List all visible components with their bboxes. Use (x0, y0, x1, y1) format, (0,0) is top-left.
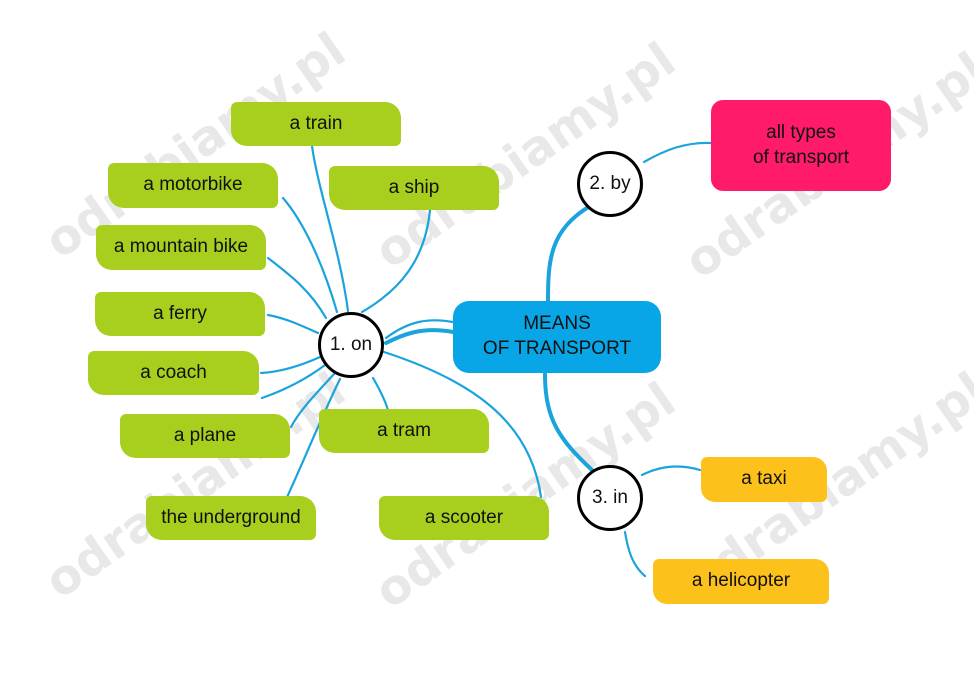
on-item-scooter: a scooter (379, 496, 549, 540)
hub-in-label: 3. in (592, 487, 628, 508)
on-item-label: the underground (161, 506, 301, 528)
link-on-coach (259, 355, 322, 375)
on-item-label: a scooter (424, 506, 504, 528)
in-item-label: a taxi (741, 468, 787, 490)
central-topic: MEANS OF TRANSPORT (453, 301, 661, 373)
link-in-helicopter (623, 530, 647, 578)
in-item-helicopter: a helicopter (653, 559, 829, 604)
in-item-taxi: a taxi (701, 457, 827, 502)
on-item-label: a ship (388, 176, 440, 198)
on-item-label: a motorbike (143, 174, 243, 196)
by-item-all-types: all types of transport (711, 100, 891, 191)
connector-lines (259, 141, 713, 578)
on-item-label: a ferry (153, 302, 207, 324)
hub-by: 2. by (577, 151, 643, 217)
on-item-motorbike: a motorbike (108, 163, 278, 208)
link-on-motorbike (281, 196, 339, 314)
central-topic-line1: MEANS (523, 313, 591, 335)
on-item-train: a train (231, 102, 401, 146)
by-item-line1: all types (766, 121, 836, 143)
link-on-plane (289, 372, 336, 429)
hub-on: 1. on (318, 312, 384, 378)
link-center-on (384, 328, 455, 345)
link-in-taxi (640, 465, 702, 477)
hub-by-label: 2. by (589, 173, 631, 194)
central-topic-line2: OF TRANSPORT (482, 338, 632, 359)
link-on-ferry (266, 313, 320, 335)
in-item-label: a helicopter (691, 570, 791, 592)
link-on-tram (371, 376, 390, 412)
link-center-in (543, 372, 594, 472)
on-item-coach: a coach (88, 351, 259, 395)
watermark-text: odrabiamy.pl (35, 362, 356, 610)
hub-in: 3. in (577, 465, 643, 531)
on-item-underground: the underground (146, 496, 316, 540)
on-item-label: a train (289, 112, 343, 134)
on-item-mountain-bike: a mountain bike (96, 225, 266, 270)
on-item-label: a mountain bike (113, 236, 249, 258)
link-on-train (310, 144, 350, 313)
link-on-scooter (382, 350, 543, 499)
hub-on-label: 1. on (329, 334, 373, 355)
on-item-label: a tram (377, 419, 431, 441)
watermark-text: odrabiamy.pl (365, 32, 686, 280)
on-item-plane: a plane (120, 414, 290, 458)
link-on-center-extra (384, 319, 455, 340)
link-on-coach-extra (260, 363, 327, 400)
on-item-label: a coach (140, 361, 207, 383)
on-item-label: a plane (173, 424, 237, 446)
link-on-mountain-bike (266, 256, 328, 320)
on-item-tram: a tram (319, 409, 489, 453)
link-on-underground (280, 377, 342, 510)
on-item-ship: a ship (329, 166, 499, 210)
on-item-ferry: a ferry (95, 292, 265, 336)
by-item-line2: of transport (752, 146, 850, 168)
link-on-ship (360, 208, 432, 314)
link-center-by (546, 204, 592, 303)
link-by-types (642, 141, 713, 164)
